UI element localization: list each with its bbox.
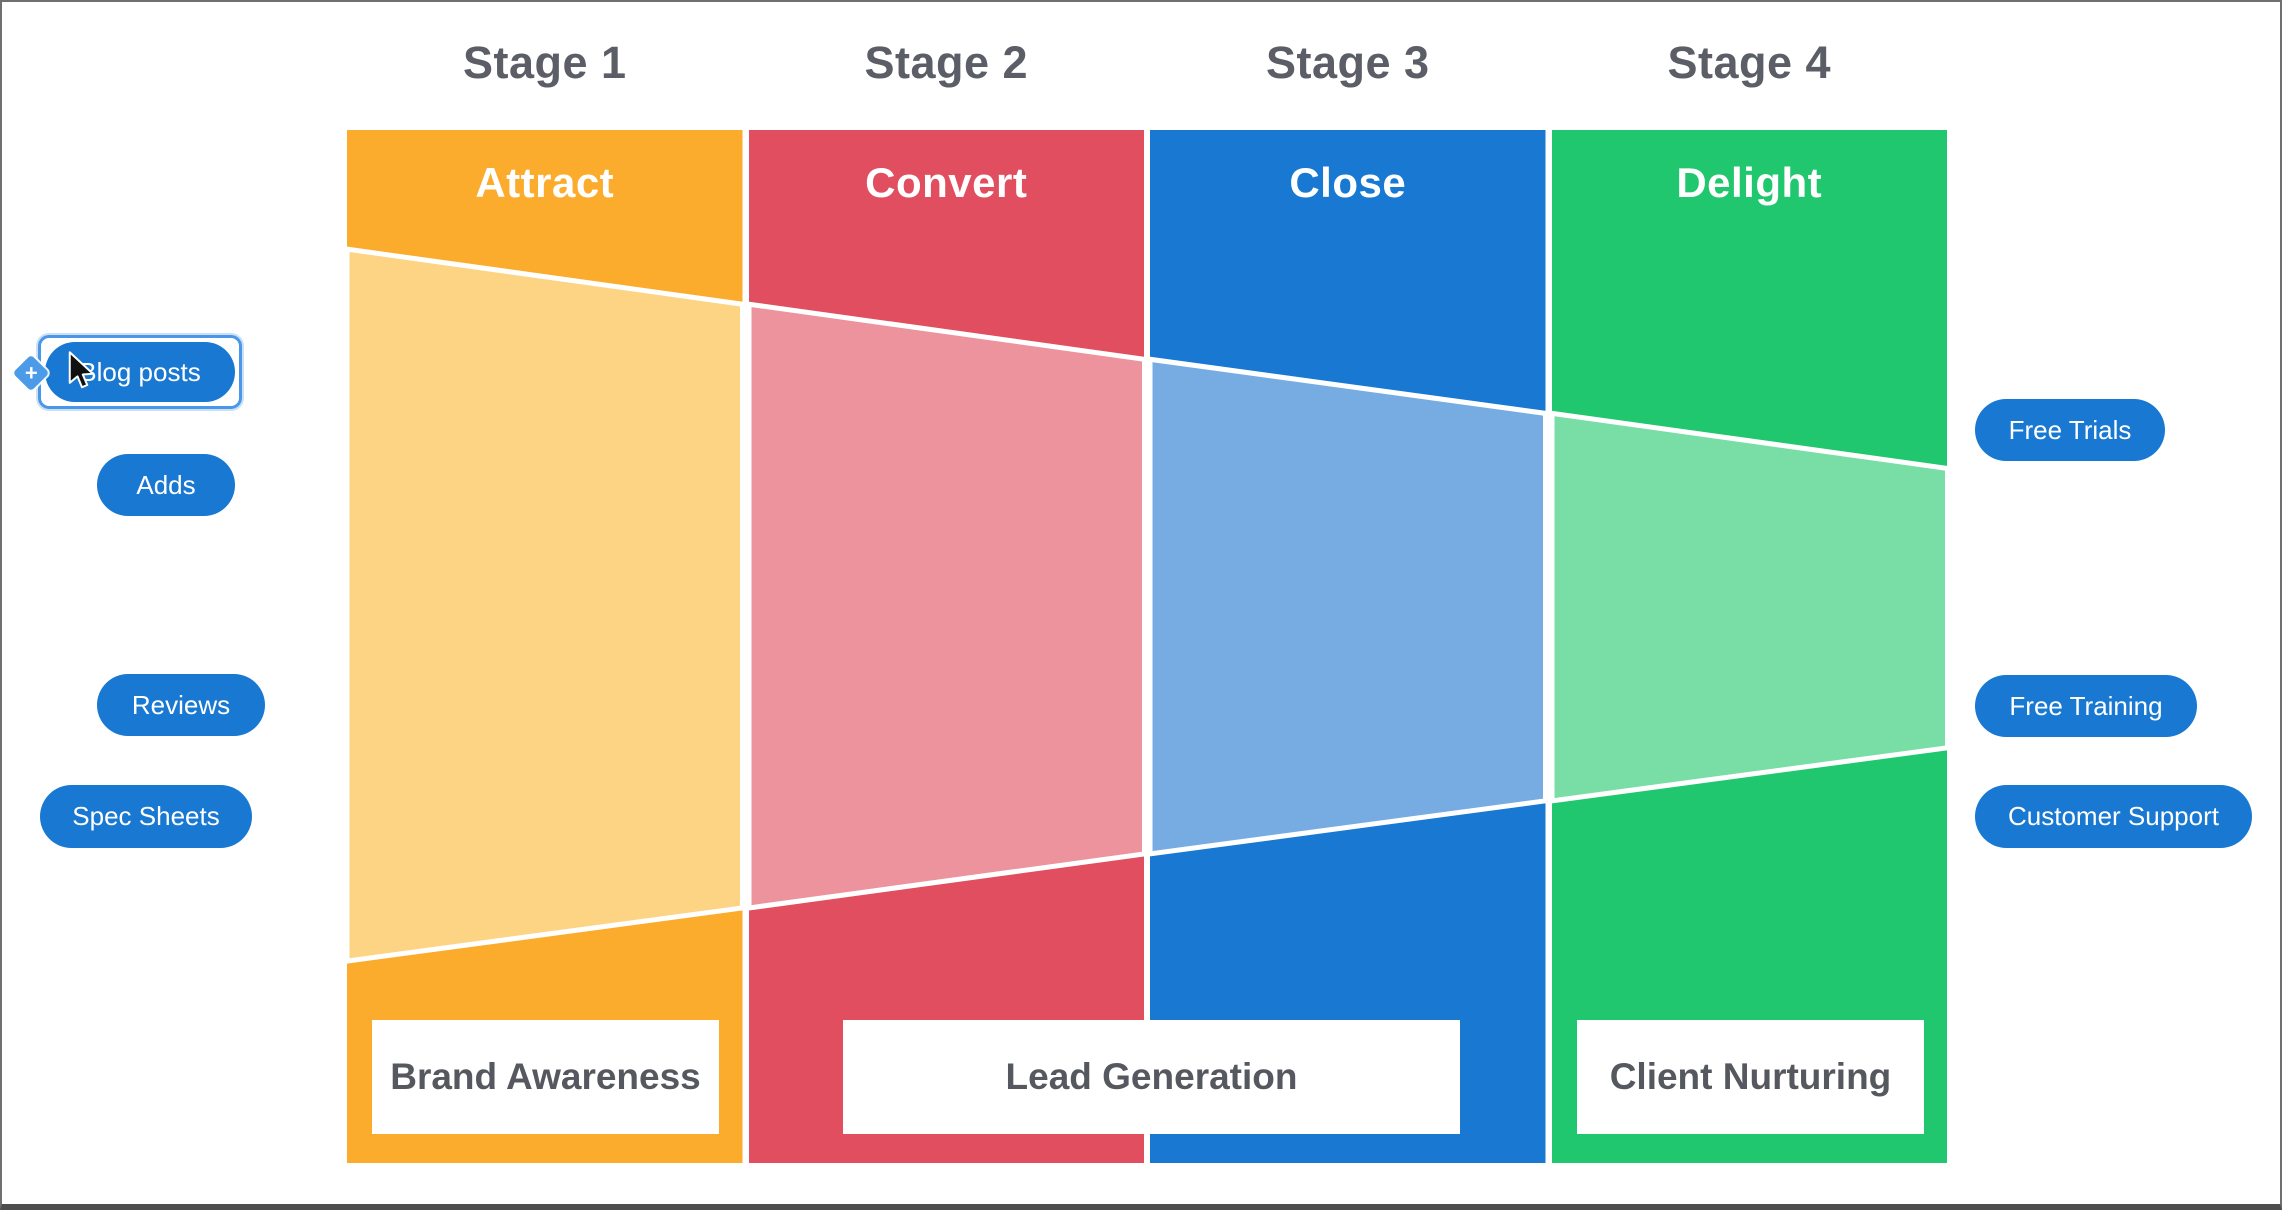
delight-shape xyxy=(1551,130,1947,1164)
stage-1-label[interactable]: Stage 1 xyxy=(462,37,627,88)
customer-support-button[interactable]: Customer Support xyxy=(1975,785,2252,848)
attract-shape xyxy=(347,130,743,1164)
funnel-column-delight[interactable]: Delight xyxy=(1551,130,1947,1164)
delight-header: Delight xyxy=(1676,158,1823,206)
funnel-column-convert[interactable]: Convert xyxy=(748,130,1144,1164)
free-trials-button[interactable]: Free Trials xyxy=(1975,399,2165,461)
client-nurturing-box[interactable]: Client Nurturing xyxy=(1577,1020,1924,1134)
plus-icon: + xyxy=(24,359,38,385)
free-training-button[interactable]: Free Training xyxy=(1975,675,2197,737)
blog-posts-selection-frame[interactable]: Blog posts xyxy=(38,335,242,409)
funnel-column-close[interactable]: Close xyxy=(1150,130,1546,1164)
stage-labels-row: Stage 1 Stage 2 Stage 3 Stage 4 xyxy=(347,28,1947,98)
spec-sheets-button[interactable]: Spec Sheets xyxy=(40,785,252,848)
funnel-column-attract[interactable]: Attract xyxy=(347,130,743,1164)
close-shape xyxy=(1150,130,1546,1164)
stage-3-label[interactable]: Stage 3 xyxy=(1265,37,1430,88)
convert-header: Convert xyxy=(865,158,1028,206)
brand-awareness-box[interactable]: Brand Awareness xyxy=(372,1020,719,1134)
convert-shape xyxy=(748,130,1144,1164)
adds-button[interactable]: Adds xyxy=(97,454,235,516)
stage-2-label[interactable]: Stage 2 xyxy=(864,37,1029,88)
reviews-button[interactable]: Reviews xyxy=(97,674,265,736)
funnel-diagram: Attract Convert Close Delight Brand Aw xyxy=(347,130,1947,1164)
attract-header: Attract xyxy=(475,158,615,206)
stage-4-label[interactable]: Stage 4 xyxy=(1667,37,1832,88)
lead-generation-box[interactable]: Lead Generation xyxy=(843,1020,1460,1134)
close-header: Close xyxy=(1289,158,1407,206)
blog-posts-button[interactable]: Blog posts xyxy=(45,342,235,402)
